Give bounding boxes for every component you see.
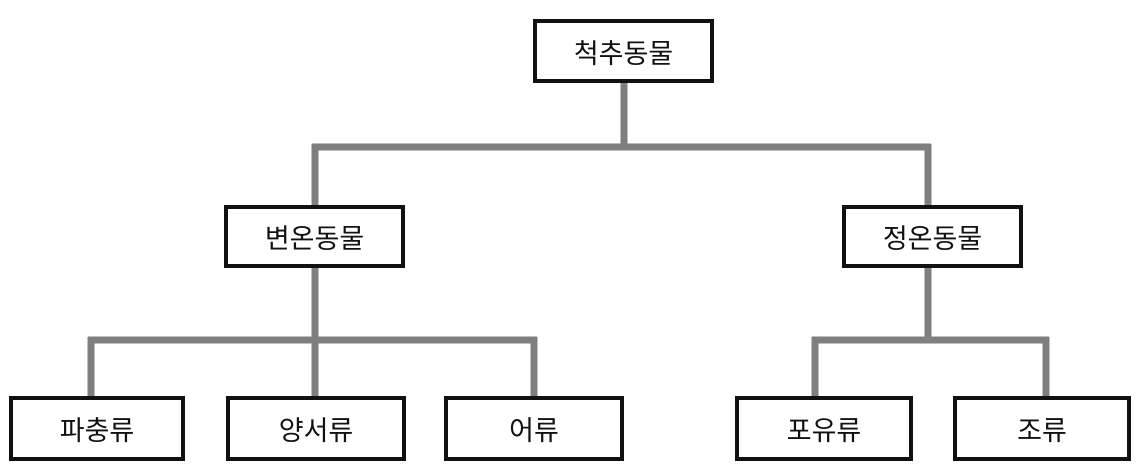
- node-amphibians: 양서류: [226, 396, 406, 461]
- node-label: 조류: [1017, 416, 1067, 447]
- node-vertebrates: 척추동물: [533, 19, 714, 83]
- node-label: 양서류: [278, 416, 354, 447]
- node-label: 파충류: [59, 416, 135, 447]
- node-label: 어류: [509, 416, 559, 447]
- node-warm-blooded: 정온동물: [842, 205, 1023, 268]
- node-reptiles: 파충류: [9, 396, 185, 461]
- node-label: 정온동물: [882, 224, 983, 255]
- node-label: 변온동물: [264, 224, 365, 255]
- node-birds: 조류: [953, 396, 1131, 461]
- node-fish: 어류: [444, 396, 624, 461]
- node-label: 척추동물: [573, 38, 674, 70]
- node-mammals: 포유류: [735, 396, 913, 461]
- node-label: 포유류: [786, 416, 862, 447]
- node-cold-blooded: 변온동물: [224, 205, 405, 268]
